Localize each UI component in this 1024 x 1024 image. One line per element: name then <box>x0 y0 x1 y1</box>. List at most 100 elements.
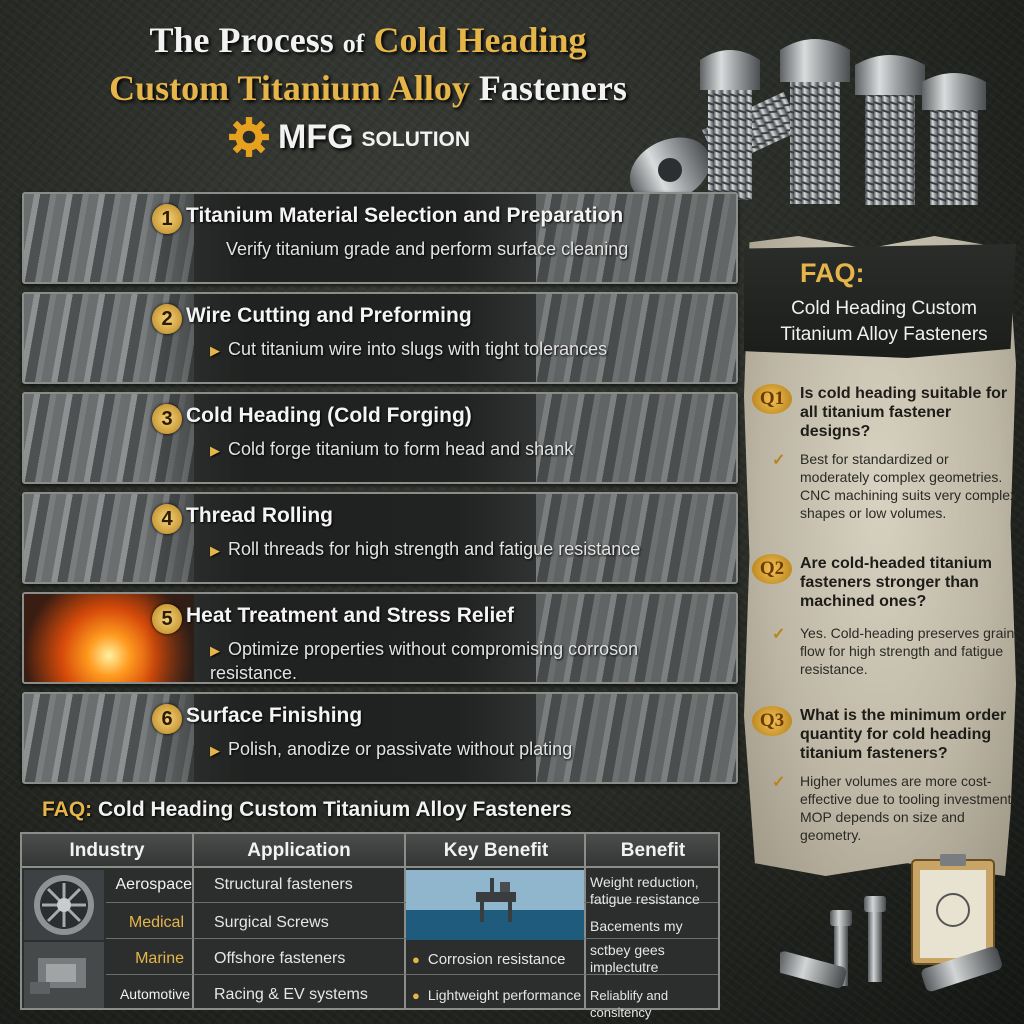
step-3: 3 Cold Heading (Cold Forging) ▶ Cold forg… <box>22 392 738 484</box>
title-of: of <box>342 29 365 58</box>
industry-automotive: Automotive <box>119 986 190 1002</box>
faq-subtitle: Cold Heading Custom Titanium Alloy Faste… <box>780 298 988 345</box>
row-divider <box>106 974 718 975</box>
step-shade <box>144 294 564 382</box>
step-description: ▶Roll threads for high strength and fati… <box>210 538 650 562</box>
offshore-platform-icon <box>406 870 584 940</box>
step-description: ▶Optimize properties without compromisin… <box>210 638 650 683</box>
step-title: Titanium Material Selection and Preparat… <box>186 204 624 227</box>
table-header: Industry Application Key Benefit Benefit <box>22 834 718 868</box>
col-divider <box>404 834 406 1008</box>
step-number: 5 <box>152 604 182 634</box>
faq-header <box>744 244 1016 358</box>
bullet-icon: ● <box>412 988 420 1003</box>
industry-marine: Marine <box>135 950 184 967</box>
step-title: Cold Heading (Cold Forging) <box>186 404 472 427</box>
faq-question: What is the minimum order quantity for c… <box>800 707 1007 762</box>
brand-name: MFG <box>278 117 354 156</box>
step-image-right <box>536 394 736 482</box>
step-title: Thread Rolling <box>186 504 333 527</box>
table-title-rest: Cold Heading Custom Titanium Alloy Faste… <box>98 798 572 821</box>
faq-answer: Yes. Cold-heading preserves grain flow f… <box>800 625 1015 677</box>
gear-icon <box>229 117 269 157</box>
q-badge: Q3 <box>752 706 792 736</box>
brand-logo: MFG SOLUTION <box>228 116 470 158</box>
page-title: The Process of Cold Heading Custom Titan… <box>48 18 688 110</box>
industry-table: Industry Application Key Benefit Benefit… <box>20 832 720 1020</box>
benefit-cell: Weight reduction, fatigue resistance <box>590 874 700 907</box>
step-shade <box>144 594 564 682</box>
faq-title: FAQ: <box>800 258 865 288</box>
table-title: FAQ: Cold Heading Custom Titanium Alloy … <box>42 798 572 822</box>
key-benefit-cell: ● Lightweight performance <box>412 987 581 1003</box>
bullet-icon: ▶ <box>210 743 220 758</box>
bullet-icon: ▶ <box>210 443 220 458</box>
step-number: 2 <box>152 304 182 334</box>
step-2: 2 Wire Cutting and Preforming ▶Cut titan… <box>22 292 738 384</box>
check-icon: ✓ <box>772 626 786 643</box>
application-cell: Structural fasteners <box>214 876 353 893</box>
step-desc-text: Cold forge titanium to form head and sha… <box>228 439 574 459</box>
title-line2-white: Fasteners <box>478 68 627 108</box>
step-description: ▶Cut titanium wire into slugs with tight… <box>210 338 650 362</box>
step-number: 1 <box>152 204 182 234</box>
step-number: 4 <box>152 504 182 534</box>
step-5: 5 Heat Treatment and Stress Relief ▶Opti… <box>22 592 738 684</box>
step-desc-text: Polish, anodize or passivate without pla… <box>228 739 573 759</box>
step-image-right <box>536 694 736 782</box>
step-image-right <box>536 294 736 382</box>
brand-suffix: SOLUTION <box>361 128 471 151</box>
col-divider <box>584 834 586 1008</box>
col-header-industry: Industry <box>69 840 145 861</box>
key-benefit-text: Corrosion resistance <box>427 951 566 968</box>
clipboard-icon <box>780 854 1002 992</box>
step-image-right <box>536 494 736 582</box>
process-steps: 1 Titanium Material Selection and Prepar… <box>22 192 738 792</box>
col-header-application: Application <box>247 840 351 861</box>
title-line2-gold: Custom Titanium Alloy <box>109 68 470 108</box>
step-description: Verify titanium grade and perform surfac… <box>226 238 666 260</box>
title-part2: Cold Heading <box>373 20 587 60</box>
industry-medical: Medical <box>128 914 184 931</box>
step-number: 3 <box>152 404 182 434</box>
step-desc-text: Optimize properties without compromising… <box>210 639 639 683</box>
col-header-key-benefit: Key Benefit <box>443 840 549 861</box>
faq-answer: Best for standardized or moderately comp… <box>800 451 1018 521</box>
col-divider <box>192 834 194 1008</box>
benefit-cell: Reliablify and consitency <box>590 988 669 1020</box>
step-shade <box>144 694 564 782</box>
faq-question: Are cold-headed titanium fasteners stron… <box>800 555 993 610</box>
benefit-cell: sctbey gees implectutre <box>590 942 665 975</box>
check-icon: ✓ <box>772 452 786 469</box>
step-title: Surface Finishing <box>186 704 363 727</box>
title-part1: The Process <box>149 20 334 60</box>
step-shade <box>144 394 564 482</box>
col-header-benefit: Benefit <box>620 840 686 861</box>
application-cell: Surgical Screws <box>214 914 329 931</box>
step-description: ▶ Polish, anodize or passivate without pl… <box>210 738 650 762</box>
step-1: 1 Titanium Material Selection and Prepar… <box>22 192 738 284</box>
benefit-cell: Bacements my <box>590 918 683 934</box>
step-shade <box>144 494 564 582</box>
bullet-icon: ● <box>412 952 420 967</box>
table-title-gold: FAQ: <box>42 798 93 821</box>
step-number: 6 <box>152 704 182 734</box>
key-benefit-text: Lightweight performance <box>427 987 582 1003</box>
check-icon: ✓ <box>772 774 786 791</box>
step-desc-text: Roll threads for high strength and fatig… <box>228 539 641 559</box>
step-title: Heat Treatment and Stress Relief <box>186 604 514 627</box>
step-image-right <box>536 594 736 682</box>
step-desc-text: Cut titanium wire into slugs with tight … <box>228 339 608 359</box>
engine-parts-icon <box>24 942 104 1008</box>
fastener-bolt-icon <box>629 39 986 205</box>
step-4: 4 Thread Rolling ▶Roll threads for high … <box>22 492 738 584</box>
step-description: ▶ Cold forge titanium to form head and sh… <box>210 438 650 462</box>
industry-aerospace: Aerospace <box>115 876 193 893</box>
step-title: Wire Cutting and Preforming <box>186 304 472 327</box>
faq-question: Is cold heading suitable for all titaniu… <box>800 385 1008 440</box>
application-cell: Offshore fasteners <box>214 950 346 967</box>
step-6: 6 Surface Finishing ▶ Polish, anodize or … <box>22 692 738 784</box>
step-shade <box>144 194 564 282</box>
application-cell: Racing & EV systems <box>214 986 368 1003</box>
step-image-right <box>536 194 736 282</box>
